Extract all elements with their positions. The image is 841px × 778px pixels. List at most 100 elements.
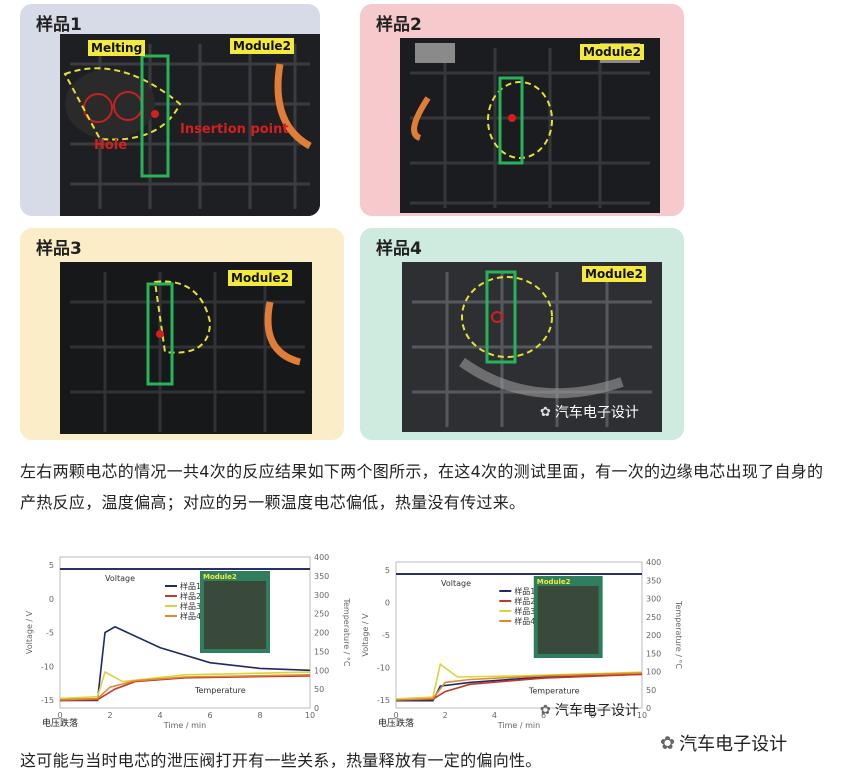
y-right-tick-label: 150	[646, 649, 661, 658]
y-right-tick-label: 200	[314, 629, 329, 638]
series-1-line	[60, 625, 311, 702]
sample-1-photo: Melting Module2 Insertion point Hole	[60, 34, 320, 216]
module2-tag: Module2	[582, 266, 646, 282]
y-right-tick-label: 50	[646, 686, 656, 695]
voltage-label: Voltage	[441, 579, 471, 588]
voltage-label: Voltage	[105, 574, 135, 583]
sample-2-photo: Module2	[400, 38, 660, 213]
panel-sample-4: 样品4 Module2 ✿ 汽车电子设计	[360, 228, 684, 440]
panel-label: 样品3	[36, 239, 82, 259]
panel-label: 样品4	[376, 239, 422, 259]
y-right-tick-label: 350	[646, 576, 661, 585]
series-3-line	[395, 662, 643, 700]
x-tick-label: 0	[57, 711, 62, 720]
body-paragraph-1: 左右两颗电芯的情况一共4次的反应结果如下两个图所示，在这4次的测试里面，有一次的…	[20, 462, 824, 512]
y-right-tick-label: 250	[646, 613, 661, 622]
photo-watermark: ✿ 汽车电子设计	[540, 404, 639, 422]
battery-photo-graphic	[400, 38, 660, 213]
insertion-point-note: Insertion point	[180, 122, 289, 137]
y-left-tick-label: -5	[382, 631, 390, 640]
x-tick-label: 8	[257, 711, 262, 720]
panel-sample-3: 样品3 Module2	[20, 228, 344, 440]
y-right-tick-label: 300	[314, 591, 329, 600]
legend-label: 样品1	[514, 586, 535, 596]
wechat-icon: ✿	[540, 702, 551, 718]
plot-frame	[59, 556, 311, 709]
y-right-tick-label: 300	[646, 595, 661, 604]
y-left-tick-label: 0	[49, 595, 54, 604]
y-right-tick-label: 200	[646, 631, 661, 640]
y-right-tick-label: 100	[314, 666, 329, 675]
y-right-tick-label: 150	[314, 647, 329, 656]
wechat-icon: ✿	[540, 404, 551, 420]
sample-3-photo: Module2	[60, 262, 312, 434]
x-tick-label: 0	[393, 711, 398, 720]
panel-sample-1: 样品1 Melting Module2 Insertion point Hole	[20, 4, 320, 216]
y-right-tick-label: 250	[314, 610, 329, 619]
y-left-tick-label: -15	[41, 696, 54, 705]
hole-note: Hole	[94, 138, 128, 153]
y-left-axis-label: Voltage / V	[361, 613, 370, 657]
legend-label: 样品4	[514, 616, 535, 626]
y-right-tick-label: 0	[314, 704, 319, 713]
temperature-label: Temperature	[528, 686, 580, 695]
inset-photo-content	[537, 586, 599, 654]
module2-tag: Module2	[580, 44, 644, 60]
footer-watermark: ✿ 汽车电子设计	[660, 732, 788, 756]
x-tick-label: 4	[157, 711, 162, 720]
y-right-tick-label: 350	[314, 572, 329, 581]
chart-watermark: ✿ 汽车电子设计	[540, 702, 639, 720]
sample-4-photo: Module2 ✿ 汽车电子设计	[402, 262, 662, 432]
y-left-tick-label: -15	[377, 696, 390, 705]
legend-label: 样品2	[180, 591, 201, 601]
voltage-drop-label: 电压跌落	[42, 717, 78, 729]
plot-frame	[395, 561, 643, 709]
module2-tag: Module2	[230, 38, 294, 54]
inset-module2-tag: Module2	[203, 573, 237, 581]
legend-label: 样品3	[514, 606, 535, 616]
inset-module2-tag: Module2	[537, 578, 571, 586]
y-left-tick-label: 5	[49, 561, 54, 570]
x-tick-label: 6	[207, 711, 212, 720]
y-left-tick-label: -10	[377, 664, 390, 673]
y-right-tick-label: 400	[646, 558, 661, 567]
legend-label: 样品2	[514, 596, 535, 606]
y-right-axis-label: Temperature / °C	[342, 597, 350, 666]
panel-sample-2: 样品2 Module2	[360, 4, 684, 216]
panel-label: 样品1	[36, 15, 82, 35]
series-3-line	[59, 670, 311, 700]
temperature-label: Temperature	[194, 686, 246, 695]
x-tick-label: 8	[590, 711, 595, 720]
series-1-line	[396, 672, 643, 702]
voltage-drop-label: 电压跌落	[378, 717, 414, 729]
panel-label: 样品2	[376, 15, 422, 35]
x-tick-label: 10	[637, 711, 647, 720]
series-4-line	[59, 674, 311, 701]
y-right-tick-label: 100	[646, 668, 661, 677]
y-left-tick-label: -5	[46, 629, 54, 638]
y-right-tick-label: 50	[314, 685, 324, 694]
y-right-axis-label: Temperature / °C	[674, 600, 682, 669]
x-tick-label: 6	[541, 711, 546, 720]
battery-photo-graphic	[402, 262, 662, 432]
inset-photo-content	[204, 581, 266, 649]
y-left-tick-label: 0	[385, 599, 390, 608]
legend-label: 样品3	[180, 601, 201, 611]
legend-label: 样品1	[180, 581, 201, 591]
series-4-line	[395, 672, 643, 701]
module2-tag: Module2	[228, 270, 292, 286]
legend-label: 样品4	[180, 611, 201, 621]
melting-tag: Melting	[88, 40, 146, 56]
wechat-icon: ✿	[660, 732, 676, 754]
y-right-tick-label: 0	[646, 704, 651, 713]
y-right-tick-label: 400	[314, 553, 329, 562]
battery-photo-graphic	[60, 34, 320, 216]
y-left-tick-label: 5	[385, 566, 390, 575]
x-tick-label: 10	[305, 711, 315, 720]
x-axis-label: Time / min	[497, 721, 540, 730]
y-left-tick-label: -10	[41, 662, 54, 671]
